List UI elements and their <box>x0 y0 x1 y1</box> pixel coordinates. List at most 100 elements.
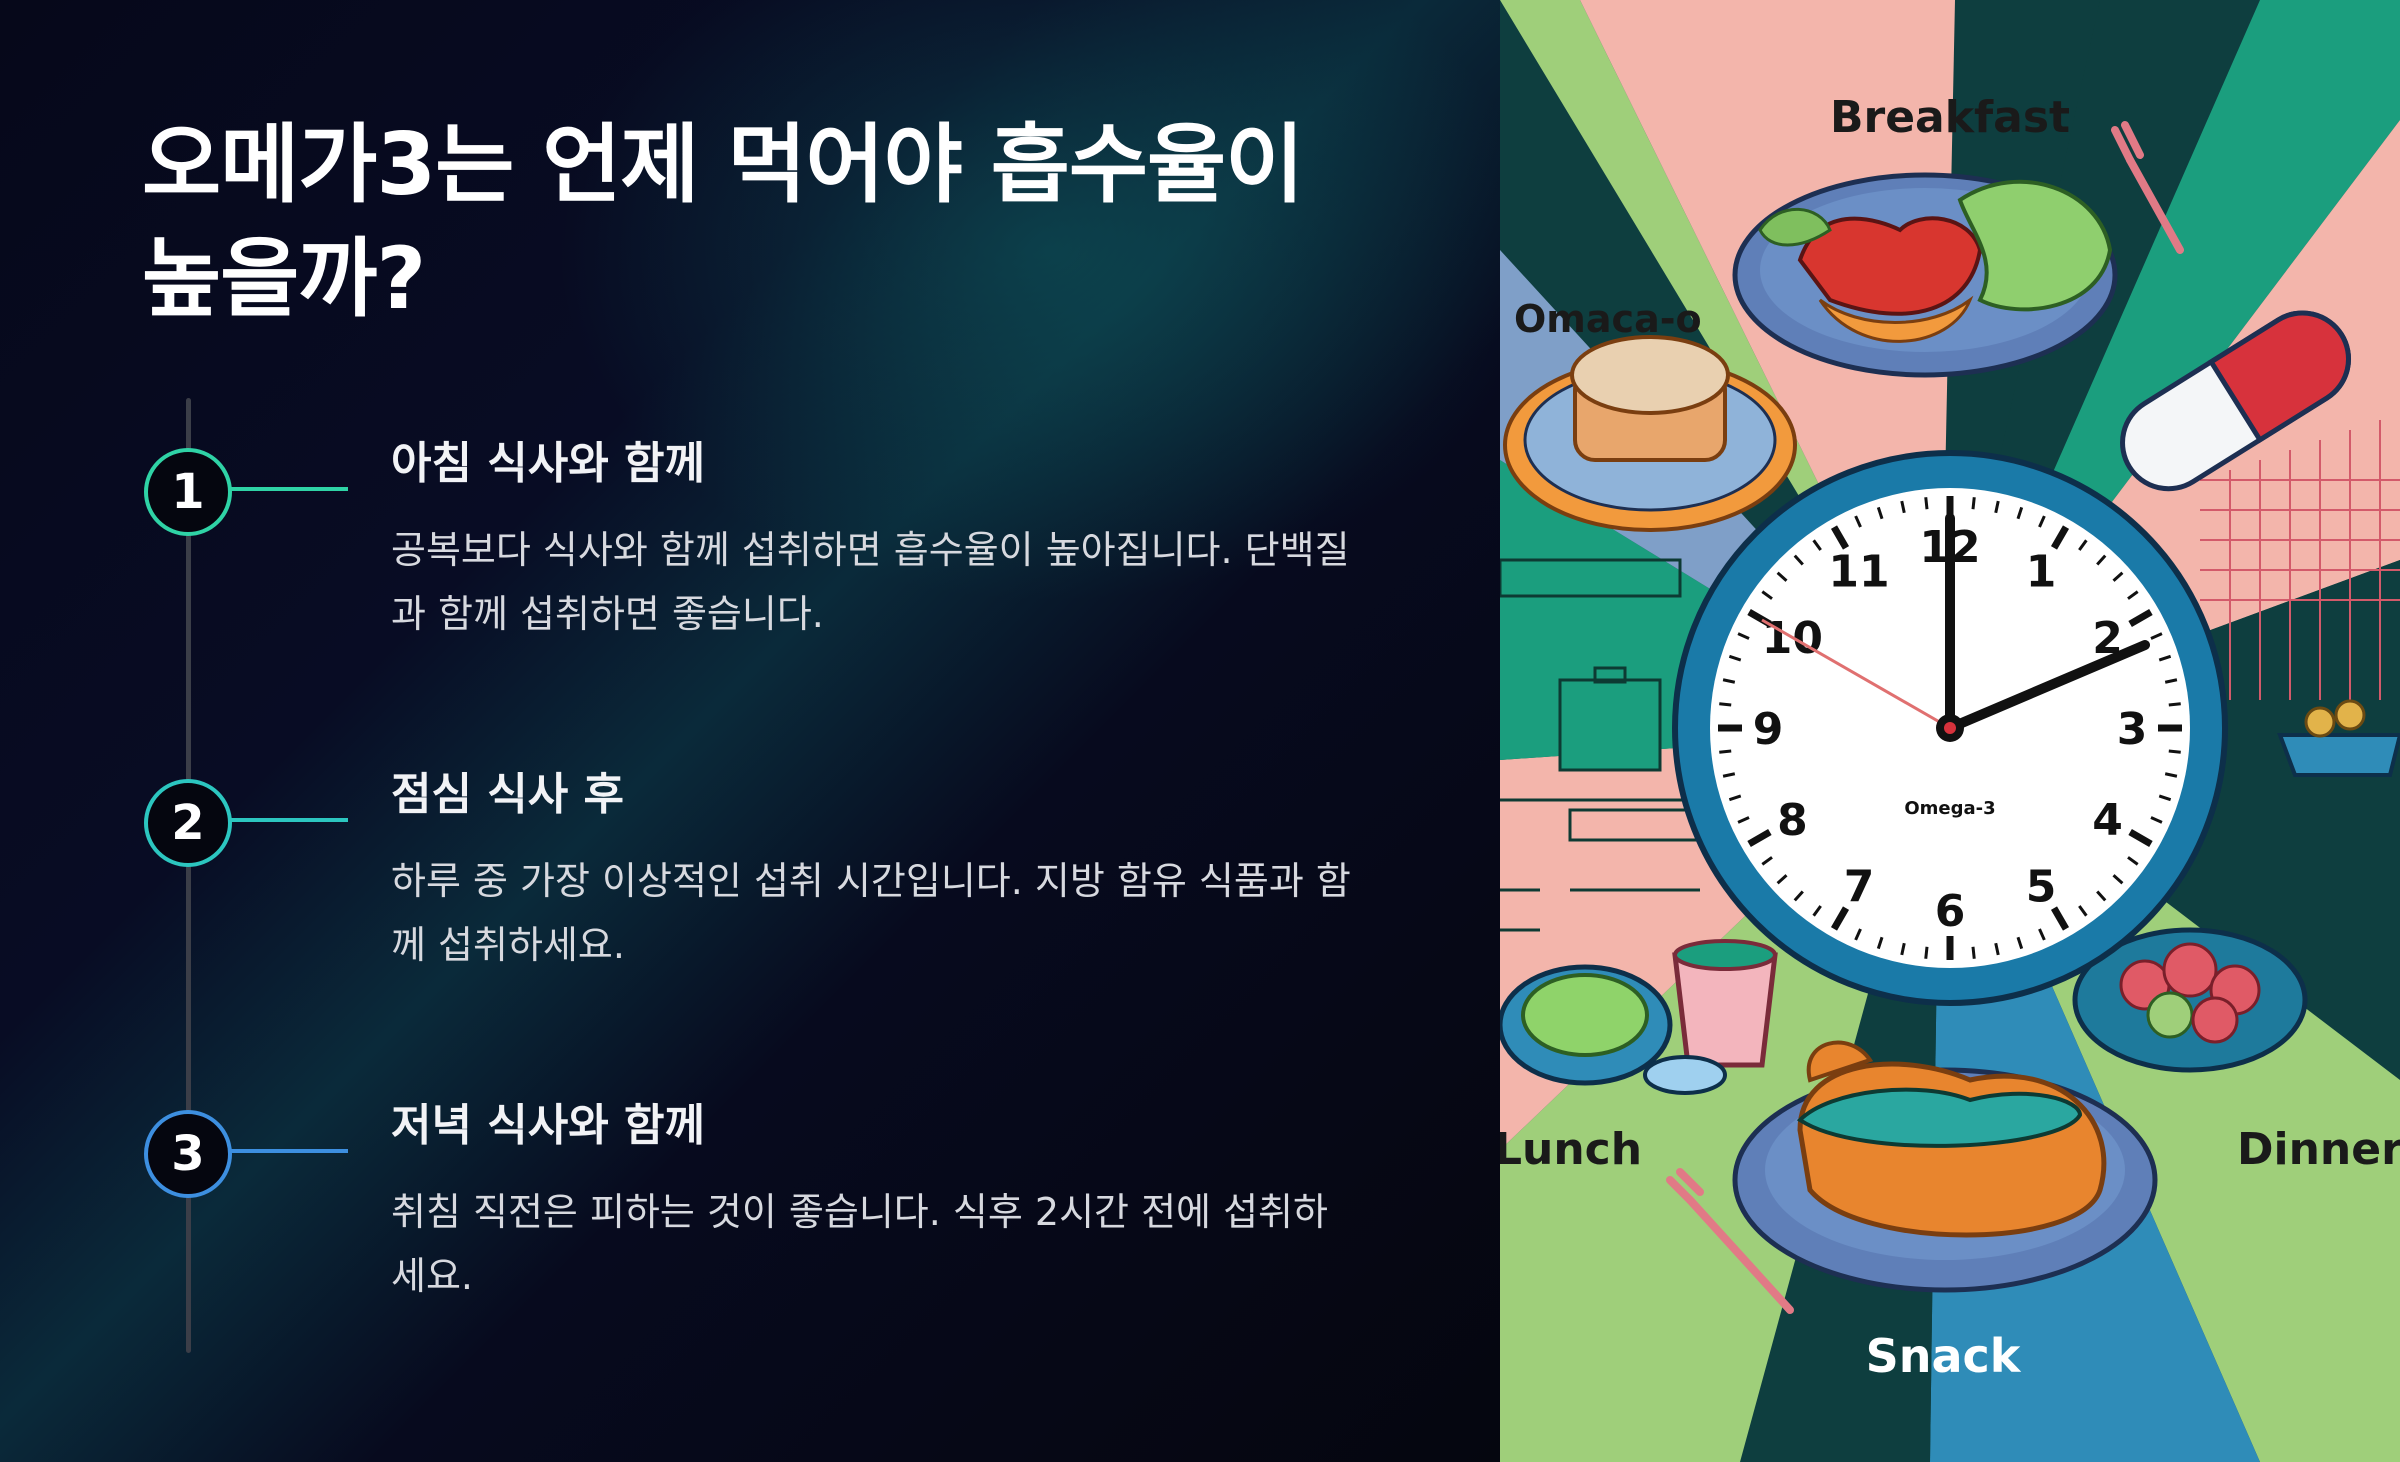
step-title: 점심 식사 후 <box>391 769 625 820</box>
clock-tick <box>2096 554 2107 566</box>
clock-tick <box>2150 632 2163 640</box>
kitchen-lineart <box>1500 558 1702 932</box>
clock-number: 5 <box>2026 862 2057 913</box>
clock-tick <box>1900 942 1906 956</box>
clock-tick <box>2112 874 2124 885</box>
clock-tick <box>1793 890 1804 902</box>
clock-tick <box>2016 506 2024 520</box>
clock-tick <box>2096 890 2107 902</box>
clock-tick <box>2128 608 2153 628</box>
capsule-icon <box>2120 310 2352 492</box>
clock-number: 1 <box>2026 546 2057 597</box>
clock-tick <box>1761 590 1773 600</box>
hour-hand <box>1945 640 2150 733</box>
clock-tick <box>1728 794 1742 802</box>
step-connector <box>230 1149 348 1153</box>
clock-tick <box>2127 856 2139 866</box>
clock-tick <box>2050 525 2070 550</box>
step-description: 취침 직전은 피하는 것이 좋습니다. 식후 2시간 전에 섭취하세요. <box>391 1190 1328 1298</box>
clock-tick <box>2016 936 2024 950</box>
wall-clock: 121234567891011 Omega-3 <box>1672 450 2228 1006</box>
clock-tick <box>1900 500 1906 514</box>
clock-tick <box>1793 554 1804 566</box>
omega3-clock-illustration: 121234567891011 Omega-3 Breakfast Omaca-… <box>1500 0 2400 1462</box>
clock-tick <box>1776 571 1788 582</box>
step-number-badge: 3 <box>144 1110 232 1198</box>
clock-tick <box>1737 816 1750 824</box>
clock-number: 8 <box>1777 795 1808 846</box>
clock-tick <box>2112 571 2124 582</box>
info-panel: 오메가3는 언제 먹어야 흡수율이 높을까? 1 아침 식사와 함께 공복보다 … <box>0 0 1500 1462</box>
clock-tick <box>2050 906 2070 931</box>
clock-brand: Omega-3 <box>1904 798 1995 819</box>
clock-tick <box>1971 946 1976 959</box>
snack-plate <box>1732 1040 2158 1293</box>
clock-tick <box>1994 942 2000 956</box>
clock-number: 4 <box>2092 795 2123 846</box>
tile-grid <box>2200 420 2400 700</box>
clock-tick <box>1830 906 1850 931</box>
fork-icon <box>1666 1168 1794 1314</box>
clock-tick <box>1830 525 1850 550</box>
second-hand <box>1761 618 1951 730</box>
clock-tick <box>2128 828 2153 848</box>
label-snack: Snack <box>1866 1329 2022 1383</box>
clock-number: 3 <box>2117 704 2148 755</box>
step-description: 하루 중 가장 이상적인 섭취 시간입니다. 지방 함유 식품과 함께 섭취하세… <box>391 859 1351 967</box>
clock-tick <box>1854 928 1862 941</box>
clock-numbers: 121234567891011 <box>1753 522 2148 937</box>
label-omacao: Omaca-o <box>1514 297 1702 341</box>
clock-tick <box>1761 856 1773 866</box>
step-connector <box>230 487 348 491</box>
page-title: 오메가3는 언제 먹어야 흡수율이 높을까? <box>142 115 1304 329</box>
clock-tick <box>1812 539 1822 551</box>
clock-number: 11 <box>1828 546 1889 597</box>
step-description: 공복보다 식사와 함께 섭취하면 흡수율이 높아집니다. 단백질과 함께 섭취하… <box>391 528 1350 636</box>
step-number-badge: 1 <box>144 448 232 536</box>
clock-tick <box>2150 816 2163 824</box>
clock-tick <box>2164 772 2178 778</box>
clock-ticks <box>1718 496 2182 960</box>
clock-tick <box>2078 539 2088 551</box>
label-breakfast: Breakfast <box>1830 92 2070 143</box>
clock-tick <box>2168 702 2181 707</box>
step-connector <box>230 818 348 822</box>
clock-tick <box>1747 828 1772 848</box>
cup-icon <box>1672 939 1778 1068</box>
clock-tick <box>1924 946 1929 959</box>
clock-tick <box>1812 905 1822 917</box>
clock-tick <box>2158 794 2172 802</box>
clock-tick <box>2158 654 2172 662</box>
saucer <box>1643 1055 1727 1095</box>
clock-tick <box>1719 702 1732 707</box>
breakfast-plate <box>1732 172 2118 378</box>
pancake-plate <box>1503 335 1797 532</box>
clock-tick <box>2168 749 2181 754</box>
fork-icon <box>2111 121 2184 254</box>
clock-tick <box>1876 506 1884 520</box>
clock-tick <box>2038 515 2046 528</box>
step-number-badge: 2 <box>144 779 232 867</box>
clock-number: 9 <box>1753 704 1784 755</box>
side-bowl <box>2277 699 2400 777</box>
clock-tick <box>1994 500 2000 514</box>
clock-tick <box>1722 678 1736 684</box>
timeline-line <box>186 398 191 1353</box>
clock-number: 6 <box>1935 886 1966 937</box>
lunch-bowl <box>1500 964 1673 1086</box>
clock-tick <box>2127 590 2139 600</box>
meal-labels: Breakfast Omaca-o Lunch Dinner Snack <box>1500 92 2400 1383</box>
step-title: 아침 식사와 함께 <box>391 438 705 489</box>
label-dinner: Dinner <box>2237 1124 2400 1175</box>
clock-tick <box>1854 515 1862 528</box>
clock-tick <box>2078 905 2088 917</box>
clock-number: 7 <box>1844 862 1875 913</box>
clock-tick <box>2164 678 2178 684</box>
clock-tick <box>1728 654 1742 662</box>
step-title: 저녁 식사와 함께 <box>391 1100 705 1151</box>
clock-tick <box>1719 749 1732 754</box>
clock-tick <box>1722 772 1736 778</box>
clock-tick <box>1971 497 1976 510</box>
label-lunch: Lunch <box>1500 1124 1642 1175</box>
clock-tick <box>1924 497 1929 510</box>
